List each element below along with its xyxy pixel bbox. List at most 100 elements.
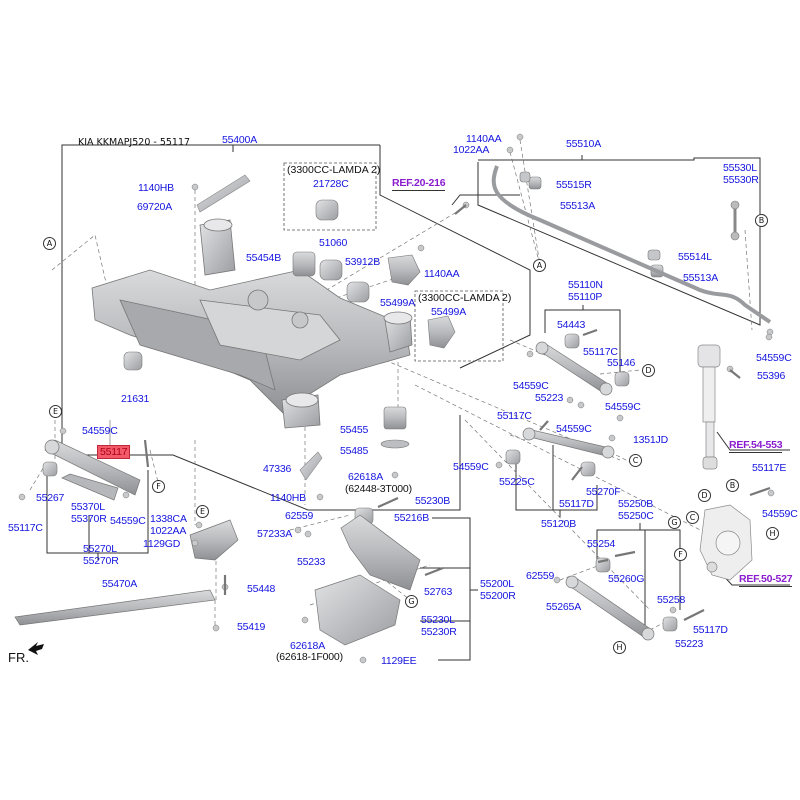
part-label-55258[interactable]: 55258 xyxy=(657,594,686,606)
part-label-54559C[interactable]: 54559C xyxy=(762,508,798,520)
part-label-54559C[interactable]: 54559C xyxy=(556,423,592,435)
part-label-55117E[interactable]: 55117E xyxy=(752,462,787,474)
part-label-51060[interactable]: 51060 xyxy=(319,237,348,249)
part-label-55260G[interactable]: 55260G xyxy=(608,573,645,585)
shock-absorber xyxy=(697,344,721,470)
part-label-54443[interactable]: 54443 xyxy=(557,319,586,331)
part-label-55254[interactable]: 55254 xyxy=(587,538,616,550)
part-label-55455[interactable]: 55455 xyxy=(340,424,369,436)
part-label-54559C[interactable]: 54559C xyxy=(513,380,549,392)
part-label-1022AA[interactable]: 1022AA xyxy=(453,144,490,156)
subframe-55400A xyxy=(91,218,413,429)
front-arrow-icon xyxy=(28,642,44,655)
part-label-55225C[interactable]: 55225C xyxy=(499,476,535,488)
part-55454B xyxy=(292,251,316,277)
part-label-55515R[interactable]: 55515R xyxy=(556,179,592,191)
part-label-54559C[interactable]: 54559C xyxy=(605,401,641,413)
part-label-55267[interactable]: 55267 xyxy=(36,492,65,504)
part-label-55117C[interactable]: 55117C xyxy=(8,522,43,534)
part-label-55370L-55370R[interactable]: 55370L 55370R xyxy=(71,501,107,525)
part-label-1338CA-1022AA[interactable]: 1338CA 1022AA xyxy=(150,513,187,537)
part-55258 xyxy=(662,616,678,632)
part-55530 xyxy=(730,200,740,241)
part-label-47336[interactable]: 47336 xyxy=(263,463,292,475)
part-label-69720A[interactable]: 69720A xyxy=(137,201,173,213)
part-label-55270F[interactable]: 55270F xyxy=(586,486,621,498)
group-frames xyxy=(46,144,790,661)
variant-note: (3300CC-LAMDA 2) xyxy=(287,164,381,176)
part-label-55499A-variant[interactable]: 55499A xyxy=(431,306,467,318)
callout-h: H xyxy=(766,527,779,540)
part-label-55250B-55250C[interactable]: 55250B 55250C xyxy=(618,498,654,522)
part-label-55265A[interactable]: 55265A xyxy=(546,601,582,613)
part-55499A-variant xyxy=(427,315,456,349)
part-label-55514L[interactable]: 55514L xyxy=(678,251,712,263)
part-label-1140AA[interactable]: 1140AA xyxy=(424,268,460,280)
part-label-62559[interactable]: 62559 xyxy=(526,570,555,582)
part-label-55400A[interactable]: 55400A xyxy=(222,134,258,146)
part-label-62559[interactable]: 62559 xyxy=(285,510,314,522)
part-label-55530L-55530R[interactable]: 55530L 55530R xyxy=(723,162,759,186)
part-label-55223[interactable]: 55223 xyxy=(535,392,564,404)
part-label-57233A[interactable]: 57233A xyxy=(257,528,293,540)
part-55513A xyxy=(528,176,542,190)
part-label-1129EE[interactable]: 1129EE xyxy=(381,655,417,667)
part-55225C xyxy=(505,449,521,465)
ref-link-54-553[interactable]: REF.54-553 xyxy=(729,439,783,453)
part-label-55117-highlighted[interactable]: 55117 xyxy=(96,445,131,459)
ref-link-20-216[interactable]: REF.20-216 xyxy=(392,177,446,191)
part-label-1140HB[interactable]: 1140HB xyxy=(270,492,306,504)
part-label-1140HB[interactable]: 1140HB xyxy=(138,182,174,194)
part-label-55117D[interactable]: 55117D xyxy=(693,624,728,636)
part-label-55510A[interactable]: 55510A xyxy=(566,138,602,150)
ref-link-50-527[interactable]: REF.50-527 xyxy=(739,573,793,587)
callout-b: B xyxy=(726,479,739,492)
part-label-55110N-55110P[interactable]: 55110N 55110P xyxy=(568,279,603,303)
part-label-55454B[interactable]: 55454B xyxy=(246,252,282,264)
part-label-55513A[interactable]: 55513A xyxy=(683,272,719,284)
part-label-55117C[interactable]: 55117C xyxy=(583,346,618,358)
part-55370 xyxy=(61,473,119,501)
part-label-54559C[interactable]: 54559C xyxy=(756,352,792,364)
part-55455 xyxy=(383,406,407,430)
part-label-55223[interactable]: 55223 xyxy=(675,638,704,650)
part-55270F xyxy=(580,461,596,477)
part-47336 xyxy=(299,451,323,481)
part-label-55117D[interactable]: 55117D xyxy=(559,498,594,510)
part-label-55419[interactable]: 55419 xyxy=(237,621,266,633)
callout-g: G xyxy=(668,516,681,529)
part-label-55233[interactable]: 55233 xyxy=(297,556,326,568)
part-label-54559C[interactable]: 54559C xyxy=(453,461,489,473)
part-label-55200L-55200R[interactable]: 55200L 55200R xyxy=(480,578,516,602)
part-label-62618A[interactable]: 62618A xyxy=(348,471,384,483)
part-label-55448[interactable]: 55448 xyxy=(247,583,276,595)
part-label-52763[interactable]: 52763 xyxy=(424,586,453,598)
part-label-55216B[interactable]: 55216B xyxy=(394,512,430,524)
part-label-21631[interactable]: 21631 xyxy=(121,393,150,405)
callout-b: B xyxy=(755,214,768,227)
part-label-1140AA[interactable]: 1140AA xyxy=(466,133,502,145)
part-label-55117C[interactable]: 55117C xyxy=(497,410,532,422)
part-label-55146[interactable]: 55146 xyxy=(607,357,636,369)
part-label-55485[interactable]: 55485 xyxy=(340,445,369,457)
part-54443 xyxy=(564,333,580,349)
callout-d: D xyxy=(698,489,711,502)
part-label-53912B[interactable]: 53912B xyxy=(345,256,381,268)
bolt-shafts xyxy=(143,204,771,621)
part-label-55120B[interactable]: 55120B xyxy=(541,518,577,530)
part-label-55499A[interactable]: 55499A xyxy=(380,297,416,309)
part-label-62618A[interactable]: 62618A xyxy=(290,640,326,652)
part-label-1351JD[interactable]: 1351JD xyxy=(633,434,668,446)
part-label-55230B[interactable]: 55230B xyxy=(415,495,451,507)
part-21631 xyxy=(123,351,143,371)
part-label-55270L-55270R[interactable]: 55270L 55270R xyxy=(83,543,119,567)
part-label-54559C[interactable]: 54559C xyxy=(110,515,146,527)
part-label-54559C[interactable]: 54559C xyxy=(82,425,118,437)
part-label-21728C[interactable]: 21728C xyxy=(313,178,349,190)
part-label-55470A[interactable]: 55470A xyxy=(102,578,138,590)
part-label-55513A[interactable]: 55513A xyxy=(560,200,596,212)
part-note-62448-3T000: (62448-3T000) xyxy=(345,483,412,495)
part-label-1129GD[interactable]: 1129GD xyxy=(143,538,181,550)
part-label-55396[interactable]: 55396 xyxy=(757,370,786,382)
part-label-55230L-55230R[interactable]: 55230L 55230R xyxy=(421,614,457,638)
